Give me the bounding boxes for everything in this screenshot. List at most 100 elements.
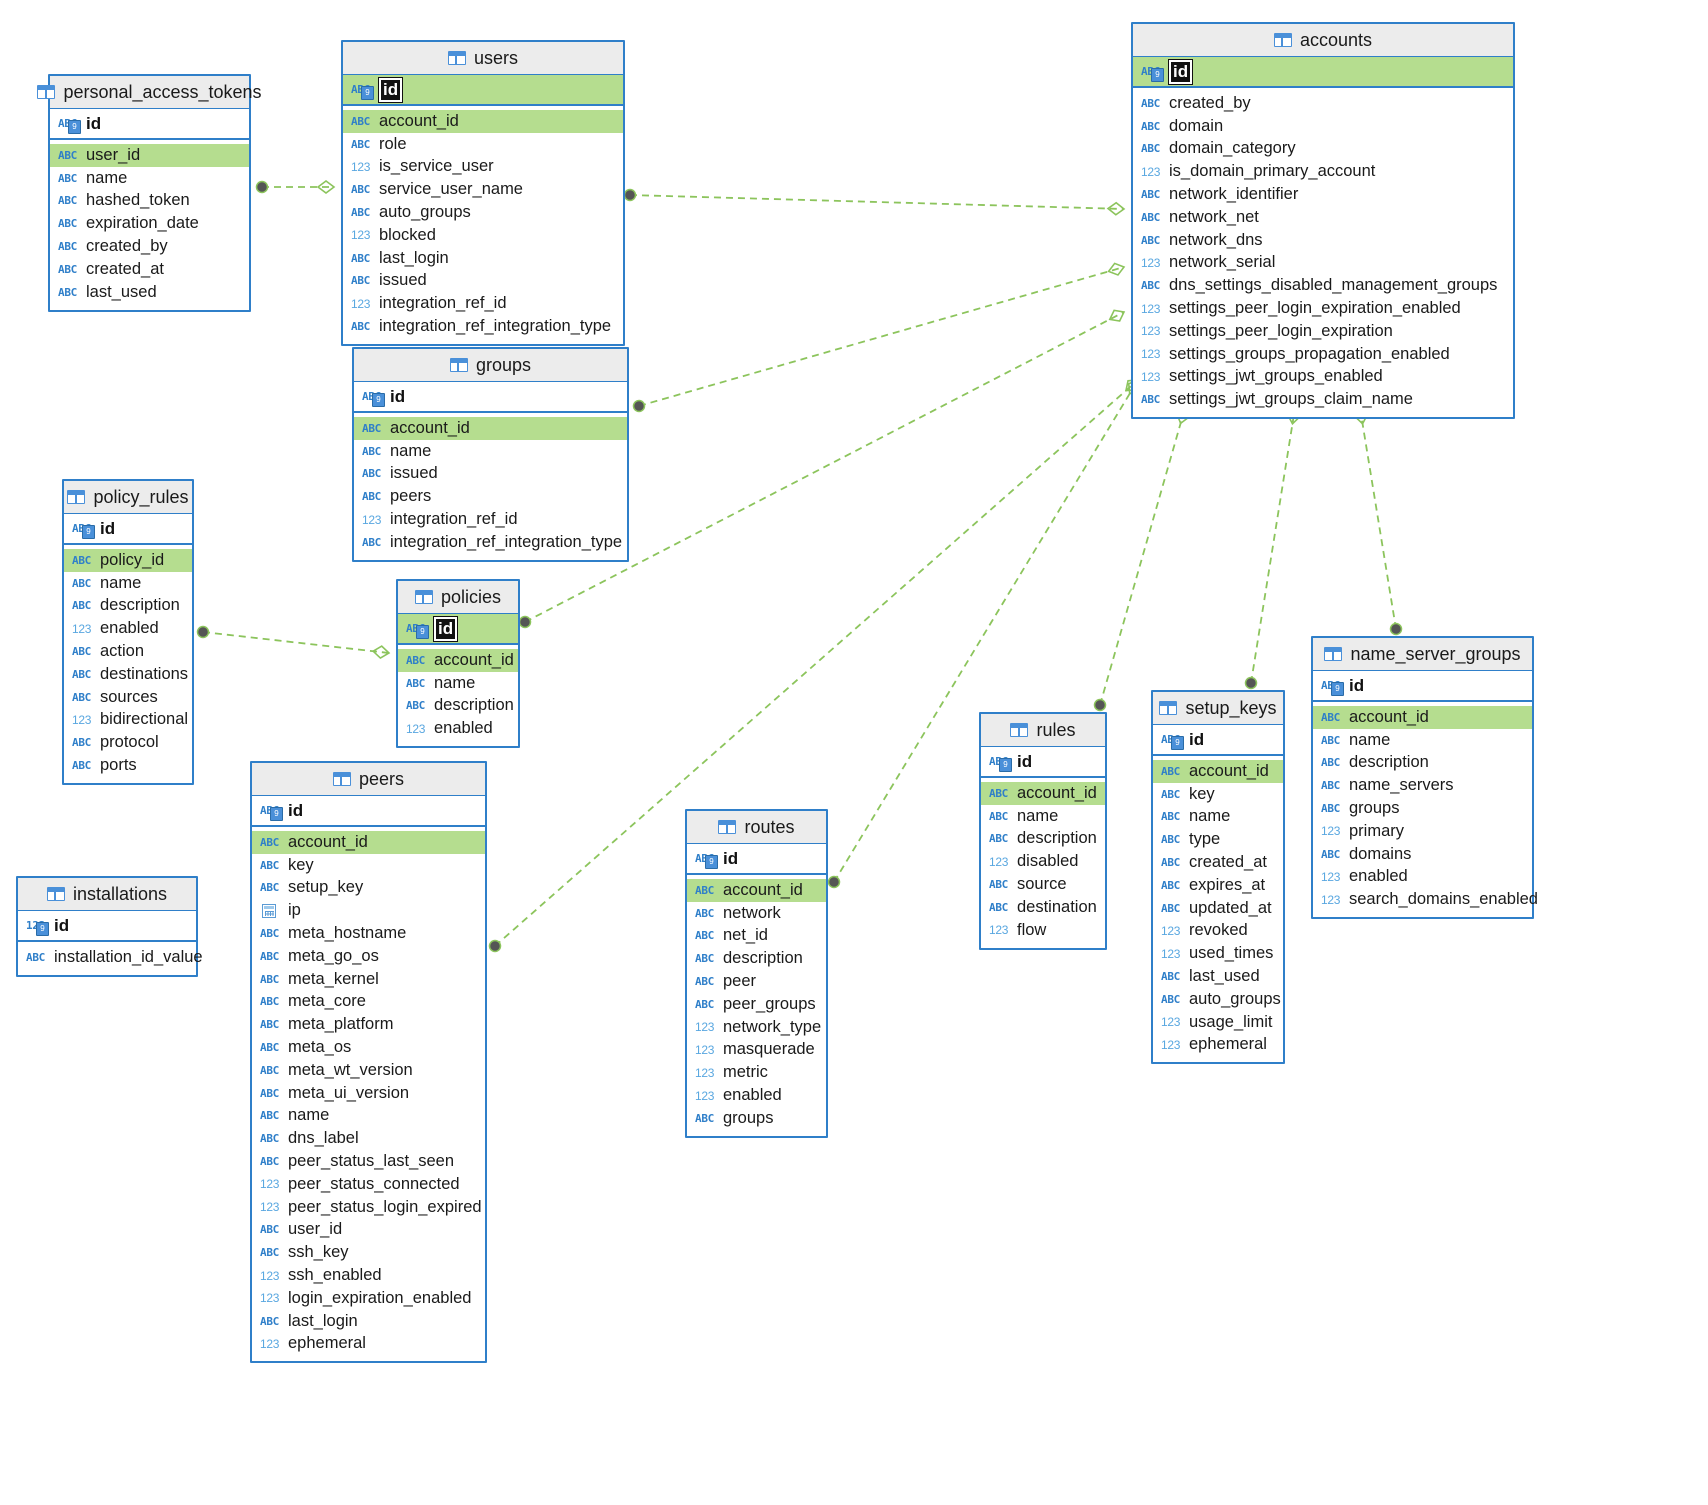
table-header-policy_rules[interactable]: policy_rules [64,481,192,514]
primary-key-row-policies[interactable]: ABC9id [398,614,518,645]
table-personal_access_tokens[interactable]: personal_access_tokensABC9idABCuser_idAB… [37,74,262,312]
table-peers[interactable]: peersABC9idABCaccount_idABCkeyABCsetup_k… [250,761,487,1364]
primary-key-row-routes[interactable]: ABC9id [687,844,826,875]
table-rules[interactable]: rulesABC9idABCaccount_idABCnameABCdescri… [979,712,1107,950]
table-header-setup_keys[interactable]: setup_keys [1153,692,1283,725]
table-groups[interactable]: groupsABC9idABCaccount_idABCnameABCissue… [352,347,629,562]
primary-key-row-peers[interactable]: ABC9id [252,796,485,827]
table-installations[interactable]: installations1239idABCinstallation_id_va… [16,876,203,977]
column-row[interactable]: ip [252,899,485,922]
primary-key-row-setup_keys[interactable]: ABC9id [1153,725,1283,756]
primary-key-row-accounts[interactable]: ABC9id [1133,57,1513,88]
table-header-groups[interactable]: groups [354,349,627,382]
primary-key-row-rules[interactable]: ABC9id [981,747,1105,778]
table-policy_rules[interactable]: policy_rulesABC9idABCpolicy_idABCnameABC… [62,479,194,785]
table-name_server_groups[interactable]: name_server_groupsABC9idABCaccount_idABC… [1311,636,1538,920]
table-header-rules[interactable]: rules [981,714,1105,747]
table-routes[interactable]: routesABC9idABCaccount_idABCnetworkABCne… [685,809,828,1138]
table-header-routes[interactable]: routes [687,811,826,844]
table-header-personal_access_tokens[interactable]: personal_access_tokens [37,76,262,109]
primary-key-row-name_server_groups[interactable]: ABC9id [1313,671,1532,702]
table-header-name_server_groups[interactable]: name_server_groups [1313,638,1532,671]
table-setup_keys[interactable]: setup_keysABC9idABCaccount_idABCkeyABCna… [1151,690,1285,1065]
table-header-peers[interactable]: peers [252,763,485,796]
